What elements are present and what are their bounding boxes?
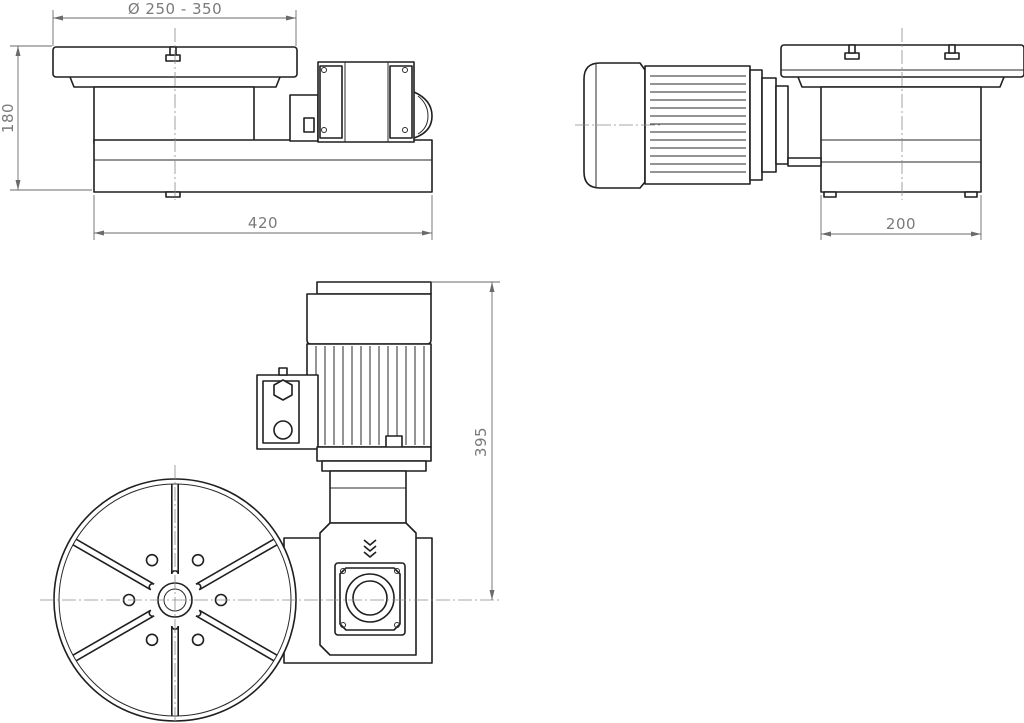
- front-base-body: [93, 86, 255, 144]
- top-t-slots: [72, 484, 278, 716]
- top-coupling-housing: [329, 470, 407, 524]
- t-slot: [72, 609, 155, 662]
- top-cable-gland: [273, 420, 293, 440]
- dim-depth-label: 395: [472, 427, 490, 457]
- dim-length-label: 420: [248, 214, 278, 232]
- side-motor-fan-cover: [583, 62, 646, 189]
- bolt-hole: [191, 553, 205, 567]
- t-slot: [195, 609, 278, 662]
- dim-diameter-label: Ø 250 - 350: [128, 0, 222, 18]
- bolt-hole: [191, 633, 205, 647]
- top-motor-body: [306, 343, 432, 448]
- front-base-block: [93, 139, 433, 193]
- t-slot: [195, 538, 278, 591]
- front-view: Ø 250 - 350 180 420: [0, 0, 433, 240]
- side-motor-flange: [761, 77, 777, 173]
- front-motor-flange: [413, 91, 433, 139]
- t-slot: [72, 538, 155, 591]
- side-turntable-plate: [780, 44, 1024, 78]
- front-foot: [165, 191, 181, 198]
- bolt-hole: [145, 553, 159, 567]
- top-motor-fan-cap: [316, 281, 432, 295]
- top-output-shaft: [352, 580, 388, 616]
- dim-height-label: 180: [0, 103, 17, 133]
- bolt-hole: [145, 633, 159, 647]
- dim-width-label: 200: [886, 215, 916, 233]
- front-clamp-bolt: [165, 54, 181, 62]
- top-rotation-arrow: [363, 539, 377, 546]
- top-cable-gland-hex: [273, 379, 293, 401]
- top-motor-fan-cover: [306, 293, 432, 345]
- side-view: 200: [575, 28, 1024, 240]
- top-view: 395: [40, 281, 500, 723]
